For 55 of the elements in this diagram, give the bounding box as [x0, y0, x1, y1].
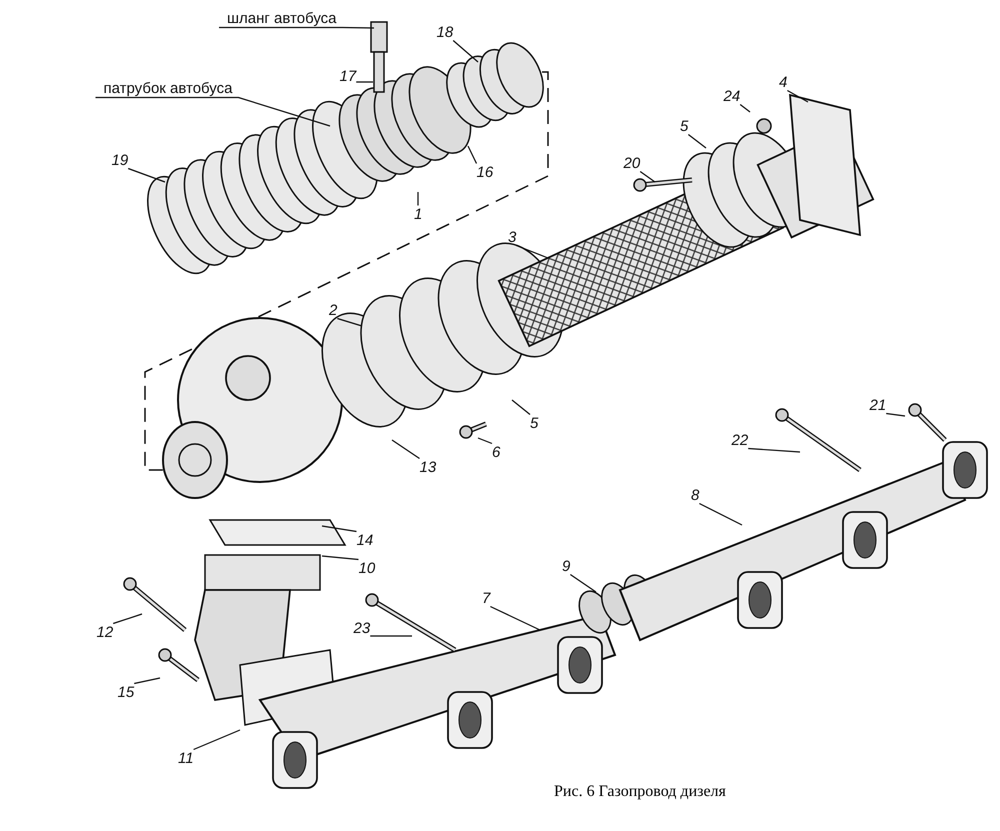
- leader-line: [193, 729, 240, 750]
- callout-number: 14: [356, 532, 374, 548]
- leader-line: [452, 40, 478, 62]
- leader-line: [512, 400, 530, 415]
- callout-number: 20: [624, 154, 640, 172]
- callout-number: 11: [178, 750, 194, 766]
- leader-line: [322, 555, 359, 560]
- callout-number: 8: [691, 486, 700, 504]
- callout-number: 9: [562, 558, 570, 574]
- part-label: патрубок автобуса: [104, 80, 232, 96]
- callout-number: 15: [118, 684, 134, 700]
- leader-line: [417, 192, 419, 206]
- leader-line: [640, 171, 656, 182]
- leader-line: [134, 677, 160, 684]
- leader-line: [337, 318, 362, 327]
- callout-number: 23: [354, 620, 370, 636]
- leader-line: [490, 606, 540, 631]
- callout-number: 19: [112, 152, 128, 168]
- callout-number: 22: [732, 432, 748, 448]
- callout-number: 2: [329, 302, 338, 318]
- leader-line: [699, 502, 742, 526]
- callout-number: 5: [680, 118, 688, 134]
- leader-line: [516, 244, 548, 259]
- callout-number: 21: [870, 396, 886, 414]
- leader-line: [113, 613, 142, 624]
- callout-number: 3: [508, 228, 516, 246]
- callout-number: 4: [779, 74, 788, 90]
- caption: Рис. 6 Газопровод дизеля: [554, 783, 726, 801]
- part-label: шланг автобуса: [227, 10, 337, 26]
- callout-number: 10: [358, 560, 376, 576]
- callout-number: 16: [476, 164, 494, 180]
- leader-line: [570, 574, 596, 592]
- leader-line: [467, 146, 478, 164]
- leader-line: [322, 525, 357, 532]
- callout-number: 5: [530, 414, 538, 432]
- callout-number: 1: [414, 206, 422, 222]
- leader-line: [392, 440, 420, 459]
- leader-line: [740, 104, 750, 112]
- leader-line: [688, 134, 706, 148]
- callout-number: 13: [420, 458, 436, 476]
- callout-number: 24: [724, 88, 740, 104]
- callout-number: 12: [96, 624, 114, 640]
- callout-number: 7: [482, 590, 490, 606]
- leader-line: [886, 412, 906, 417]
- leader-line: [748, 448, 800, 453]
- leader-line: [219, 26, 374, 29]
- leader-line: [356, 81, 373, 83]
- leader-line: [370, 635, 412, 637]
- callout-number: 6: [492, 444, 500, 460]
- leader-line: [128, 168, 166, 183]
- leader-line: [787, 90, 808, 103]
- callout-number: 17: [340, 68, 356, 84]
- leader-line: [96, 96, 330, 127]
- leader-line: [478, 437, 492, 444]
- callout-number: 18: [436, 24, 454, 40]
